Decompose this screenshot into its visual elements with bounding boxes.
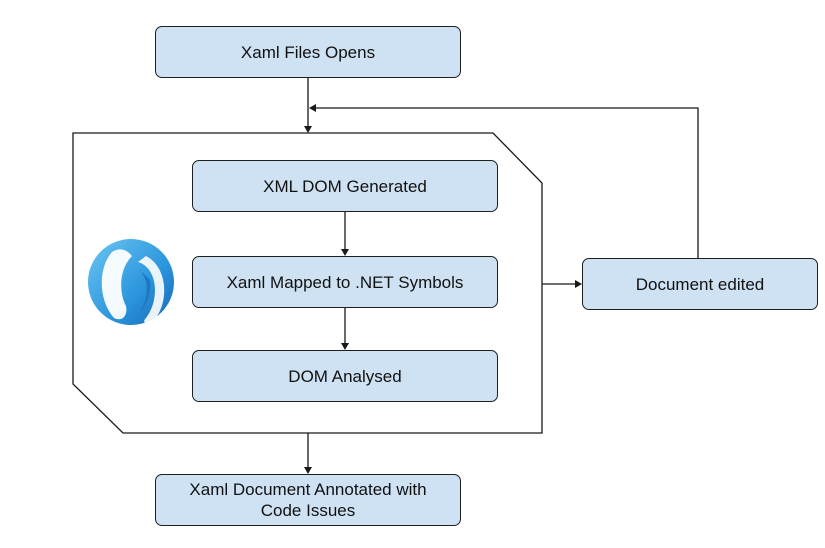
arrowhead-open-to-container [304,126,312,133]
node-document-edited: Document edited [582,258,818,310]
node-label: Document edited [635,274,765,294]
arrowhead-mapped-to-analysed [341,343,349,350]
node-xml-dom-generated: XML DOM Generated [192,160,498,212]
node-label: Xaml Document Annotated with Code Issues [189,480,427,520]
node-label: DOM Analysed [288,366,402,386]
node-label: XML DOM Generated [263,176,427,196]
node-label: Xaml Files Opens [240,42,376,62]
node-xaml-mapped-to-net-symbols: Xaml Mapped to .NET Symbols [192,256,498,308]
node-xaml-document-annotated: Xaml Document Annotated with Code Issues [155,474,461,526]
arrowhead-xmldom-to-mapped [341,249,349,256]
node-dom-analysed: DOM Analysed [192,350,498,402]
arrowhead-container-to-edited [575,280,582,288]
feedback-loop-line [315,107,699,258]
arrowhead-feedback-loop [309,104,316,112]
resharper-xaml-logo-icon [88,239,174,325]
arrowhead-container-to-annotated [304,467,312,474]
node-xaml-files-opens: Xaml Files Opens [155,26,461,78]
node-label: Xaml Mapped to .NET Symbols [226,272,464,292]
